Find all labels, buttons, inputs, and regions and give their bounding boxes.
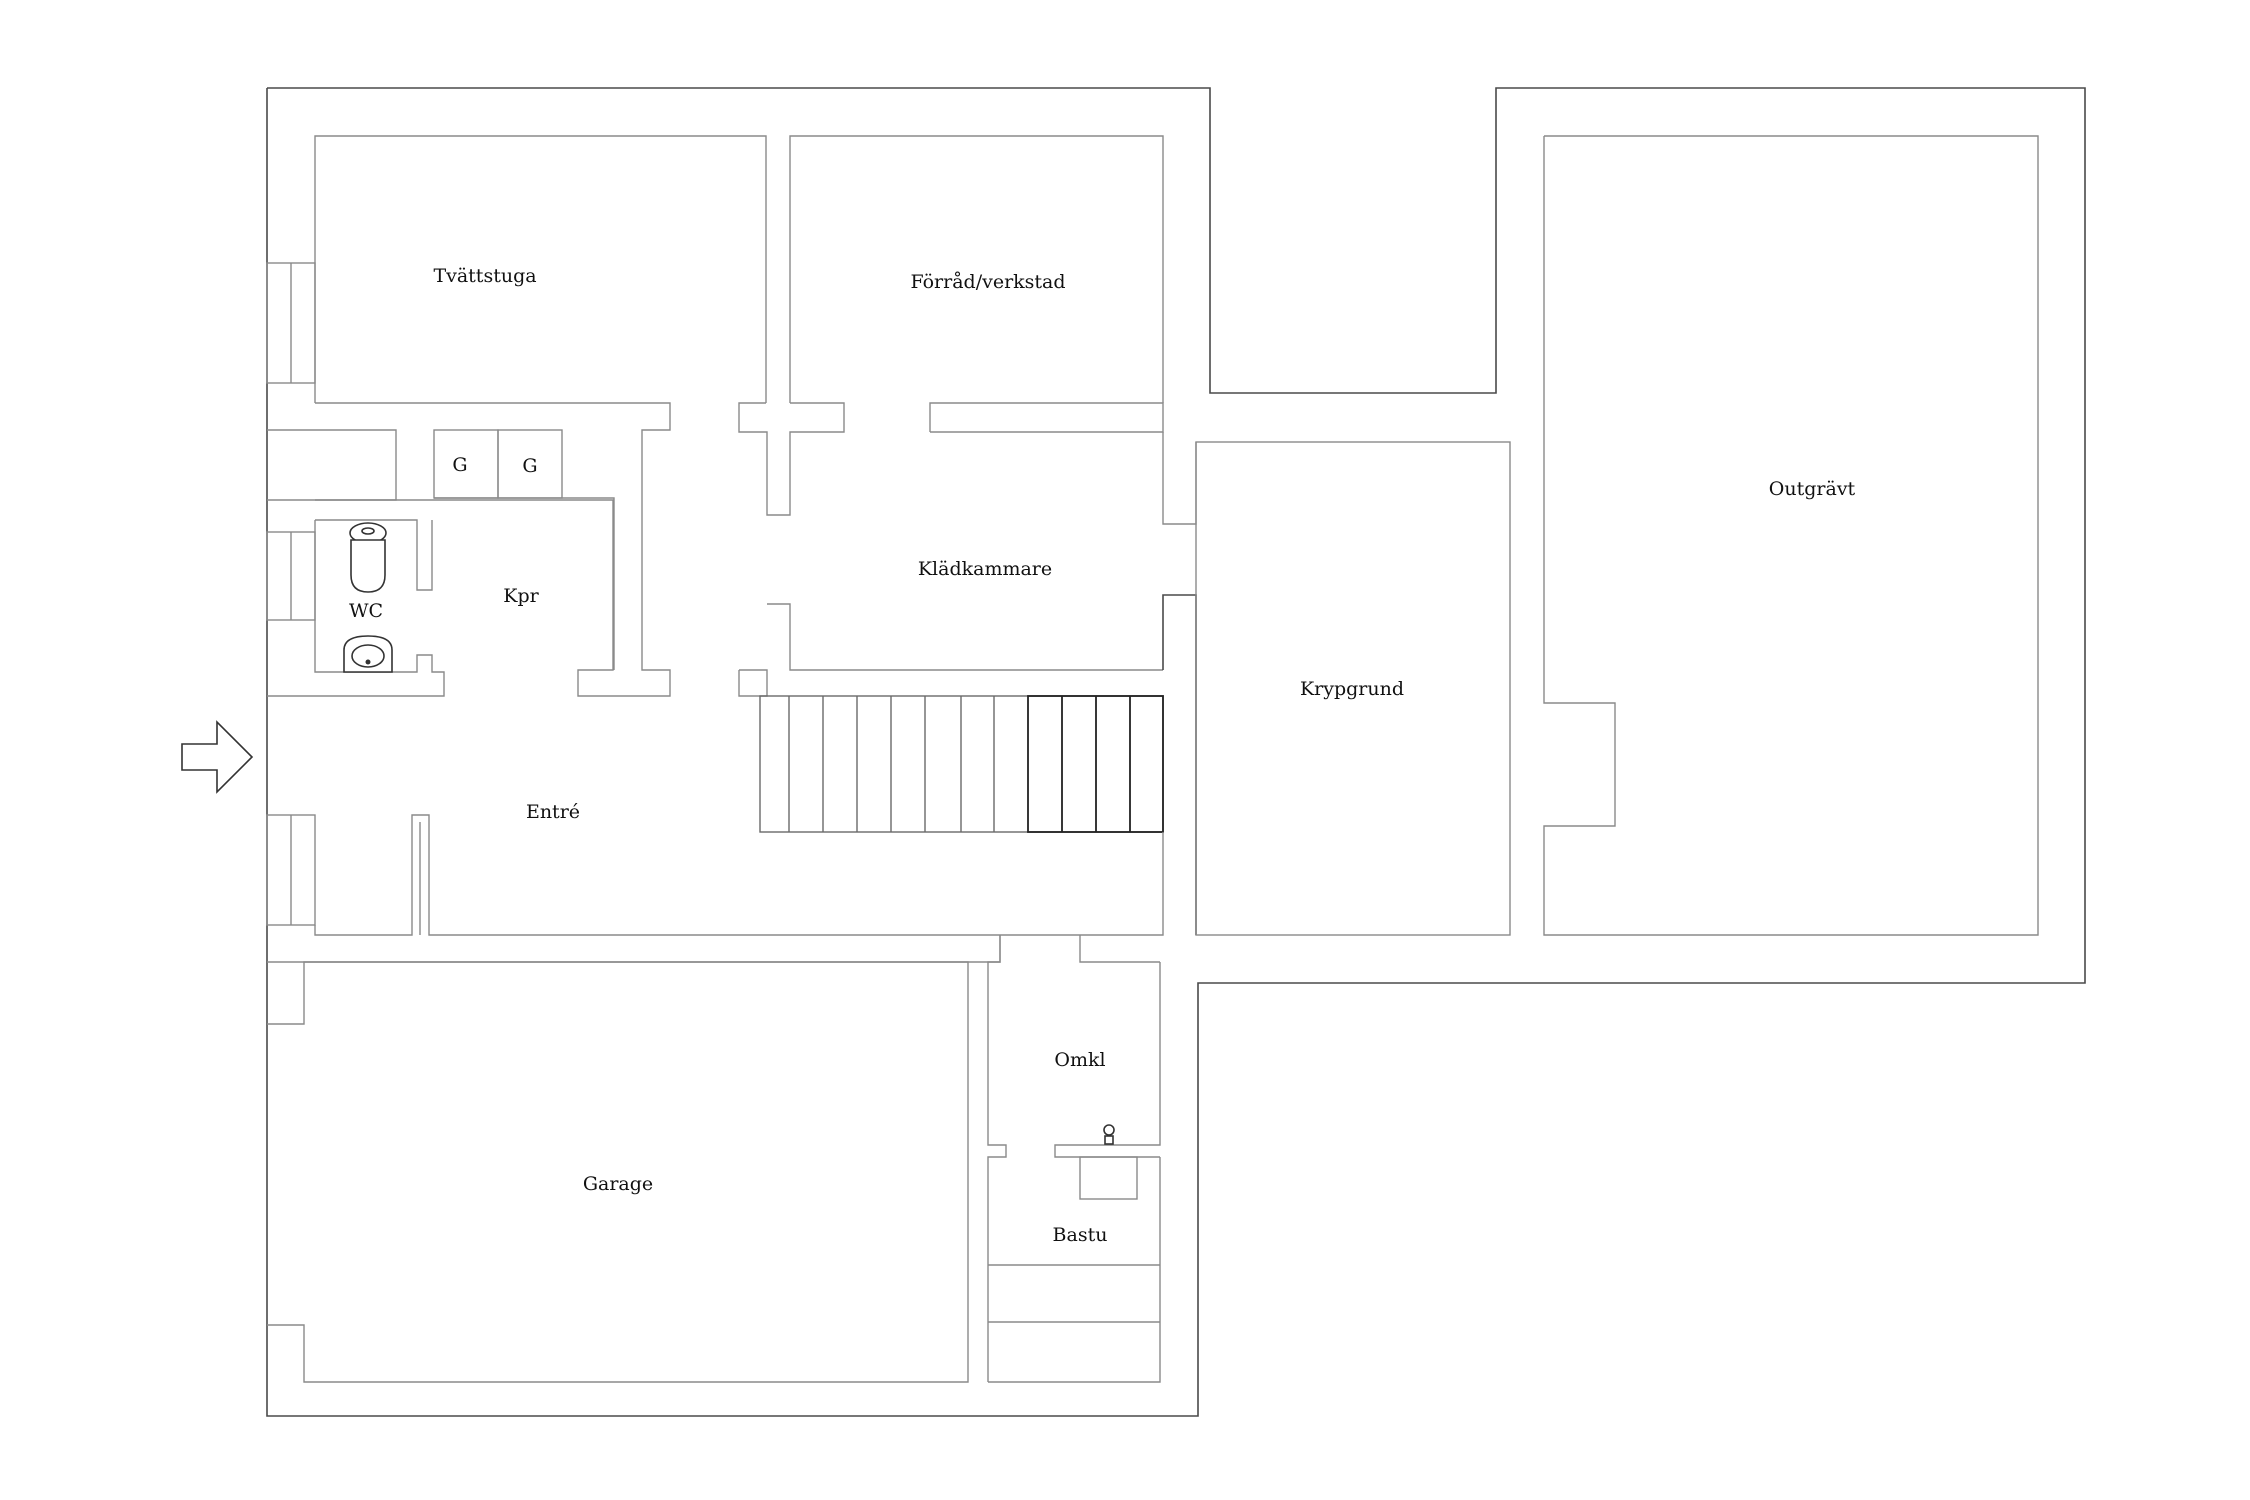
room-entre: Entré xyxy=(314,801,1164,936)
label-forrad: Förråd/verkstad xyxy=(910,271,1065,293)
label-kpr: Kpr xyxy=(503,585,539,607)
room-forrad: Förråd/verkstad xyxy=(738,135,1164,516)
label-wc: WC xyxy=(349,600,383,622)
label-closet-g1: G xyxy=(452,454,467,476)
label-garage: Garage xyxy=(583,1173,653,1195)
room-garage: Garage xyxy=(267,935,1001,1383)
closet-g1: G xyxy=(433,429,499,499)
staircase xyxy=(759,695,1164,833)
label-tvattstuga: Tvättstuga xyxy=(433,265,536,287)
label-omkl: Omkl xyxy=(1054,1049,1105,1071)
room-bastu: Bastu xyxy=(988,1156,1161,1383)
toilet-icon xyxy=(349,522,387,593)
label-outgravt: Outgrävt xyxy=(1769,478,1856,500)
arrow-right-icon xyxy=(181,720,254,794)
window-top-left xyxy=(266,262,316,384)
room-outgravt: Outgrävt xyxy=(1543,135,2039,936)
shower-icon xyxy=(1103,1124,1115,1145)
label-kladkammare: Klädkammare xyxy=(918,558,1052,580)
window-entre xyxy=(266,814,316,926)
room-kpr: Kpr xyxy=(434,497,615,670)
window-wc xyxy=(266,531,316,621)
room-krypgrund: Krypgrund xyxy=(1195,441,1511,936)
label-entre: Entré xyxy=(526,801,580,823)
label-bastu: Bastu xyxy=(1053,1224,1108,1246)
room-kladkammare: Klädkammare xyxy=(738,432,1197,935)
sink-icon xyxy=(343,635,393,673)
label-krypgrund: Krypgrund xyxy=(1300,678,1404,700)
niche-left xyxy=(267,429,397,501)
outer-walls xyxy=(266,87,2086,1417)
closet-g2: G xyxy=(497,429,563,499)
room-omkl: Omkl xyxy=(987,935,1161,1382)
label-closet-g2: G xyxy=(522,455,537,477)
